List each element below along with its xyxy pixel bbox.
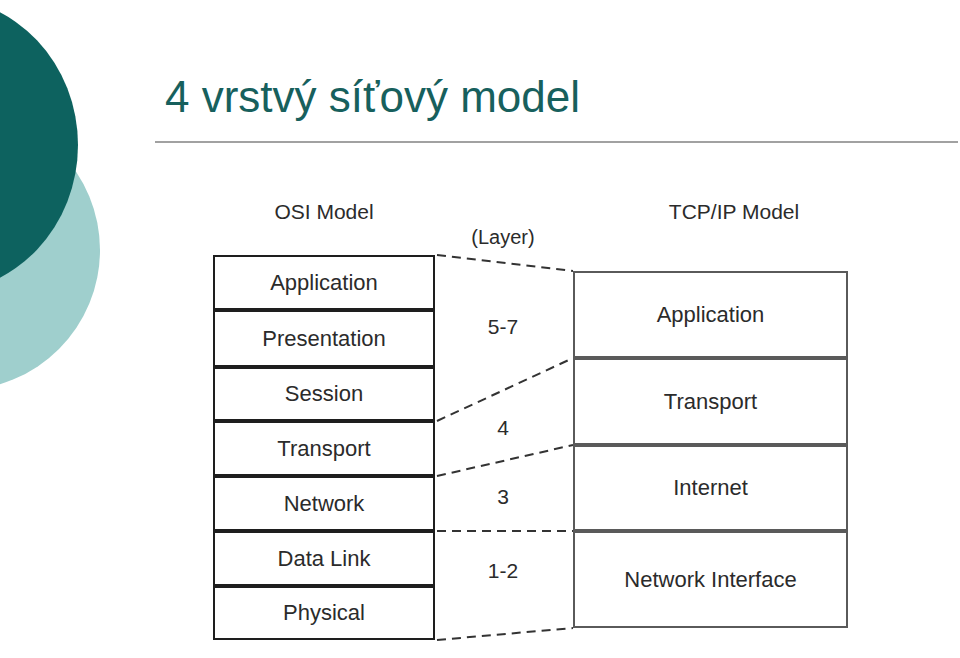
dashed-line	[437, 255, 573, 271]
osi-layer-box: Data Link	[213, 531, 435, 586]
osi-layer-box: Session	[213, 367, 435, 421]
osi-layer-box: Physical	[213, 586, 435, 640]
layer-number: 5-7	[488, 315, 518, 339]
column-heading: TCP/IP Model	[669, 200, 799, 224]
layer-name: Network	[284, 491, 365, 517]
tcpip-layer-box: Internet	[573, 445, 848, 531]
layer-name: Presentation	[262, 326, 386, 352]
layer-name: Physical	[283, 600, 365, 626]
dashed-line	[437, 358, 573, 421]
layer-name: Session	[285, 381, 363, 407]
layer-number: 3	[497, 485, 509, 509]
layer-name: Internet	[673, 475, 748, 501]
osi-layer-box: Network	[213, 476, 435, 531]
layer-heading: (Layer)	[471, 226, 534, 249]
dashed-line	[437, 445, 573, 476]
tcpip-layer-box: Network Interface	[573, 531, 848, 628]
title-rule	[155, 141, 958, 142]
tcpip-layer-box: Application	[573, 271, 848, 358]
osi-layer-box: Application	[213, 255, 435, 310]
layer-number: 4	[497, 416, 509, 440]
layer-name: Application	[270, 270, 378, 296]
osi-layer-box: Presentation	[213, 310, 435, 367]
dashed-line	[437, 530, 573, 532]
layer-name: Transport	[664, 389, 757, 415]
slide-title: 4 vrstvý síťový model	[165, 72, 580, 122]
osi-layer-box: Transport	[213, 421, 435, 476]
dark-circle	[0, 0, 78, 293]
dashed-line	[437, 628, 573, 640]
tcpip-layer-box: Transport	[573, 358, 848, 445]
layer-name: Network Interface	[624, 567, 796, 593]
column-heading: OSI Model	[274, 200, 373, 224]
layer-name: Data Link	[278, 546, 371, 572]
layer-number: 1-2	[488, 559, 518, 583]
layer-name: Application	[657, 302, 765, 328]
layer-name: Transport	[277, 436, 370, 462]
